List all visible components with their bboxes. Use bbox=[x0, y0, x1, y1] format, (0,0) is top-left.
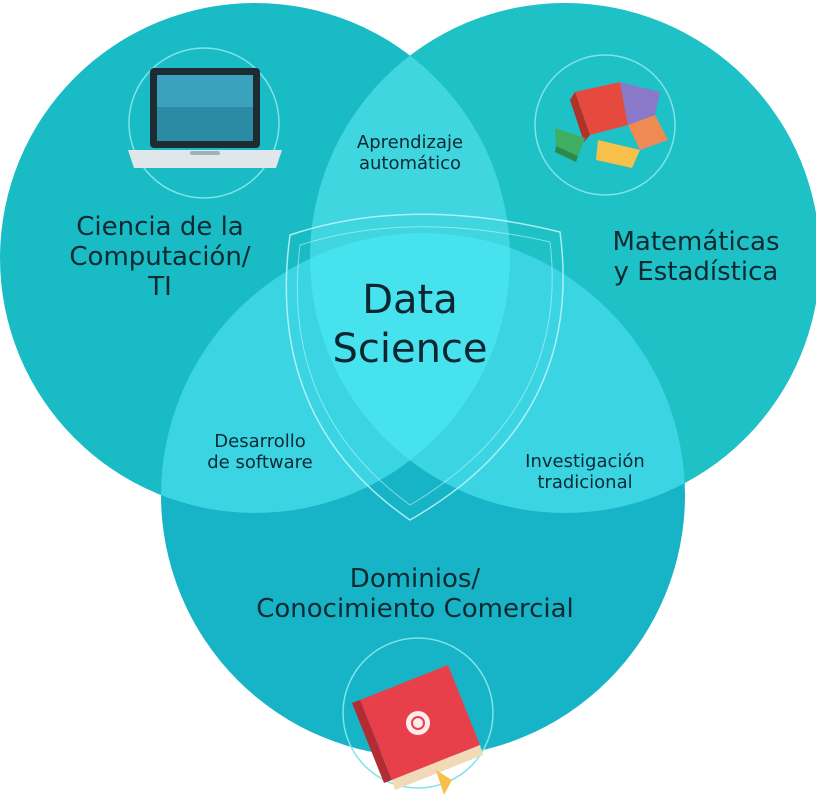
label-math-statistics: Matemáticas y Estadística bbox=[586, 227, 806, 288]
label-computer-science-line1: Ciencia de la bbox=[76, 212, 244, 242]
label-computer-science: Ciencia de la Computación/ TI bbox=[40, 212, 280, 303]
label-data-science: Data Science bbox=[320, 276, 500, 374]
label-domain-business-line2: Conocimiento Comercial bbox=[256, 593, 574, 624]
label-software-development: Desarrollo de software bbox=[180, 431, 340, 473]
label-traditional-research: Investigación tradicional bbox=[500, 451, 670, 493]
label-computer-science-line3: TI bbox=[148, 271, 172, 302]
label-machine-learning-line2: automático bbox=[358, 152, 462, 174]
label-data-science-line1: Data bbox=[362, 277, 458, 323]
label-data-science-line2: Science bbox=[332, 325, 488, 372]
label-software-development-line1: Desarrollo bbox=[214, 431, 306, 452]
label-math-statistics-line2: y Estadística bbox=[613, 256, 779, 287]
label-computer-science-line2: Computación/ bbox=[69, 241, 251, 272]
label-software-development-line2: de software bbox=[207, 451, 313, 473]
label-machine-learning-line1: Aprendizaje bbox=[356, 132, 464, 153]
label-domain-business-line1: Dominios/ bbox=[349, 564, 481, 594]
label-math-statistics-line1: Matemáticas bbox=[612, 227, 780, 257]
label-traditional-research-line2: tradicional bbox=[537, 471, 633, 493]
laptop-icon bbox=[128, 47, 282, 199]
pie-chart-icon bbox=[534, 54, 676, 196]
label-machine-learning: Aprendizaje automático bbox=[330, 132, 490, 174]
center-shield-outline-inner bbox=[296, 226, 553, 506]
center-shield-outline bbox=[285, 213, 564, 521]
label-traditional-research-line1: Investigación bbox=[525, 451, 645, 472]
book-icon bbox=[342, 637, 494, 795]
label-domain-business: Dominios/ Conocimiento Comercial bbox=[225, 564, 605, 625]
